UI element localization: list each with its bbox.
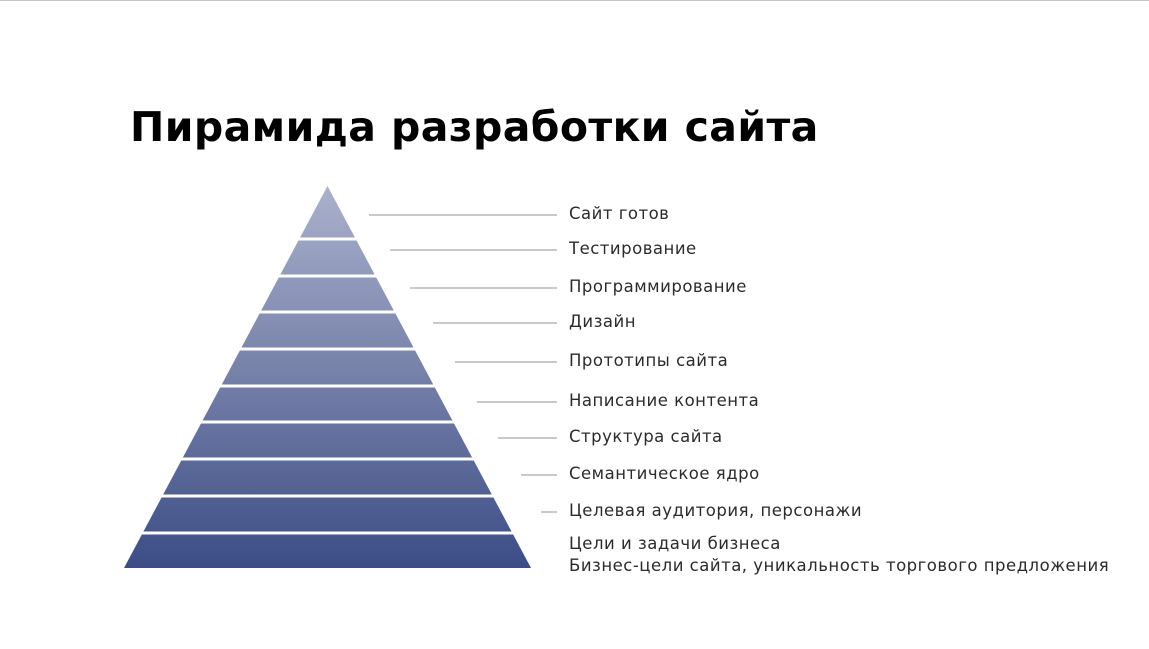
level-label: Структура сайта [569, 427, 723, 446]
leader-line [455, 361, 557, 363]
level-label: Цели и задачи бизнеса [569, 534, 781, 553]
level-label: Тестирование [569, 239, 697, 258]
diagram-title: Пирамида разработки сайта [130, 103, 819, 151]
level-label: Написание контента [569, 391, 760, 410]
pyramid-level-2 [280, 240, 375, 275]
leader-line [521, 474, 557, 476]
level-label: Целевая аудитория, персонажи [569, 501, 863, 520]
pyramid-level-5 [221, 350, 434, 385]
leader-line [433, 322, 557, 324]
leader-line [541, 511, 557, 513]
pyramid-level-8 [163, 460, 492, 495]
pyramid-level-9 [143, 497, 512, 532]
leader-line [410, 287, 557, 289]
pyramid-level-3 [261, 277, 394, 311]
pyramid-level-1 [300, 186, 355, 238]
leader-line [369, 214, 557, 216]
level-label: Программирование [569, 277, 747, 296]
level-label: Прототипы сайта [569, 351, 729, 370]
level-label: Дизайн [569, 312, 637, 331]
leader-line [390, 249, 557, 251]
pyramid-level-4 [241, 313, 414, 348]
top-border [0, 0, 1149, 1]
level-sublabel: Бизнес-цели сайта, уникальность торговог… [569, 556, 1110, 575]
pyramid-level-6 [202, 387, 453, 421]
leader-line [477, 401, 557, 403]
pyramid-level-10 [124, 534, 531, 568]
leader-line [498, 437, 557, 439]
level-label: Сайт готов [569, 204, 670, 223]
pyramid-level-7 [182, 423, 473, 458]
level-label: Семантическое ядро [569, 464, 760, 483]
